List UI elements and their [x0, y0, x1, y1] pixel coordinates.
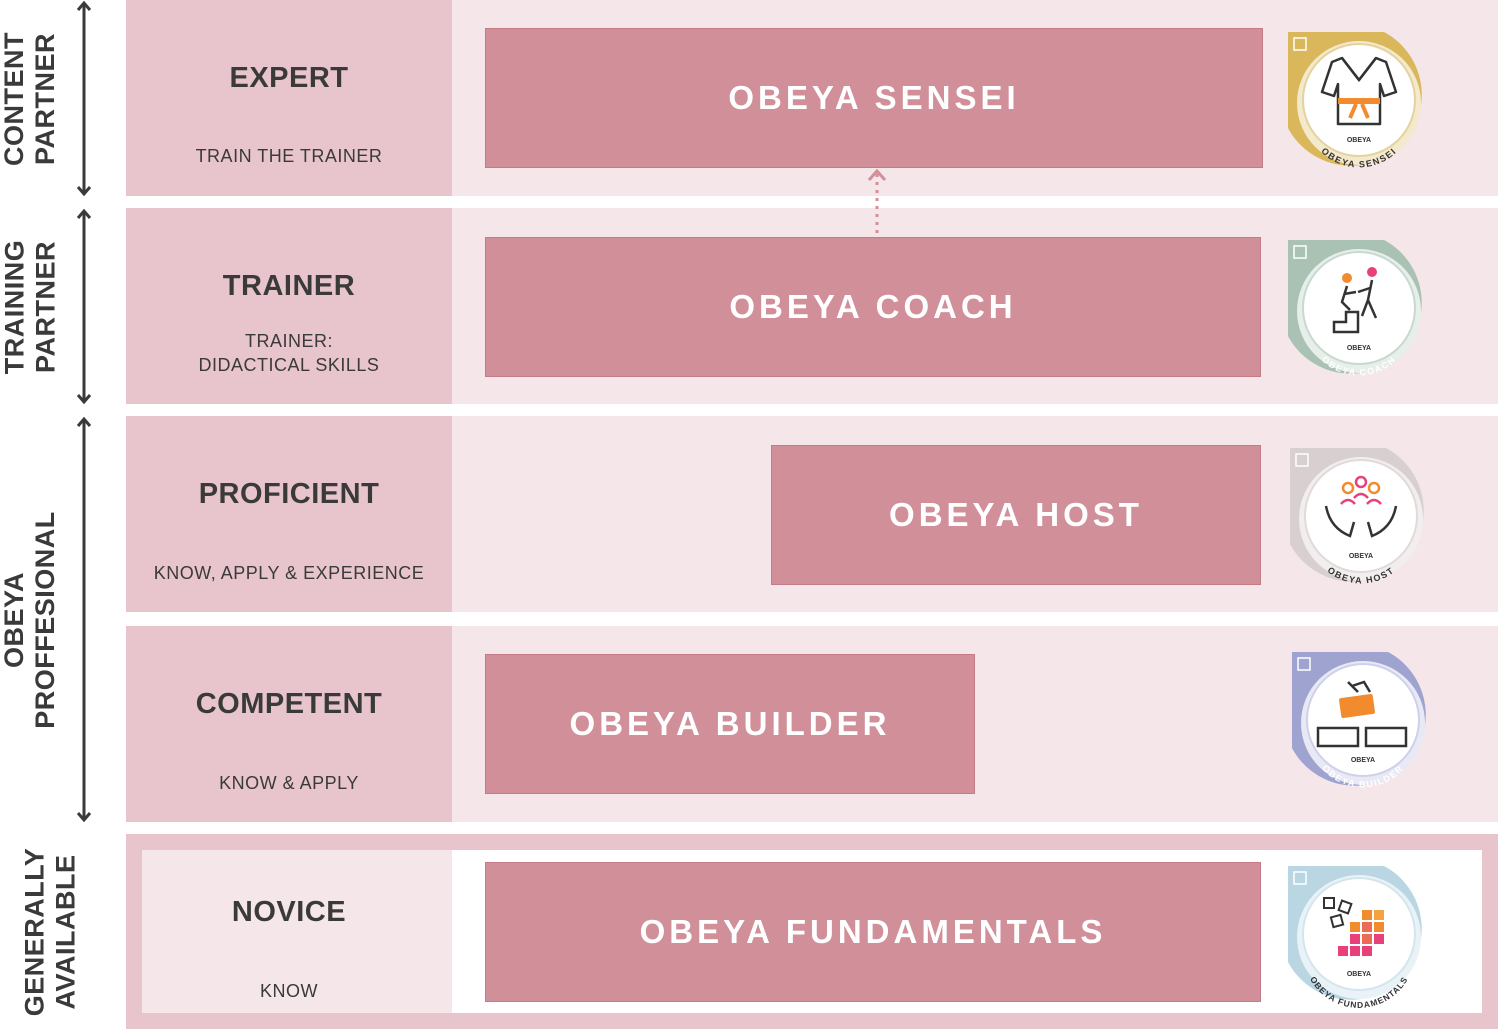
row-proficient: PROFICIENT KNOW, APPLY & EXPERIENCE OBEY…	[126, 416, 1498, 612]
double-arrow-icon	[76, 416, 92, 823]
level-subtitle-expert: TRAIN THE TRAINER	[195, 146, 383, 166]
badge-obeya-builder: OBEYA OBEYA BUILDER	[1288, 648, 1438, 798]
row-expert: EXPERT TRAIN THE TRAINER OBEYA SENSEI OB…	[126, 0, 1498, 196]
bar-obeya-fundamentals: OBEYA FUNDAMENTALS	[485, 862, 1261, 1002]
level-cell-trainer: TRAINER TRAINER: DIDACTICAL SKILLS	[126, 208, 452, 404]
bar-obeya-host: OBEYA HOST	[771, 445, 1261, 585]
svg-text:OBEYA: OBEYA	[1347, 345, 1371, 352]
bar-label-obeya-builder: OBEYA BUILDER	[569, 705, 891, 742]
bar-label-obeya-sensei: OBEYA SENSEI	[728, 79, 1020, 116]
badge-obeya-host: OBEYA OBEYA HOST	[1286, 444, 1436, 594]
badge-obeya-coach: OBEYA OBEYA COACH	[1284, 236, 1434, 386]
double-arrow-icon	[76, 0, 92, 197]
group-label-generally-available: GENERALLY AVAILABLE	[19, 847, 80, 1016]
svg-text:OBEYA: OBEYA	[1351, 757, 1375, 764]
coaching-people-icon	[1332, 267, 1378, 334]
group-obeya-professional: OBEYA PROFFESIONAL	[0, 416, 110, 824]
level-title-proficient: PROFICIENT	[198, 478, 380, 510]
row-novice: NOVICE KNOW OBEYA FUNDAMENTALS	[126, 834, 1498, 1029]
badge-obeya-sensei: OBEYA OBEYA SENSEI	[1284, 28, 1434, 178]
level-title-competent: COMPETENT	[195, 688, 383, 720]
group-content-partner: CONTENT PARTNER	[0, 0, 110, 198]
double-arrow-icon	[76, 208, 92, 405]
kimono-icon	[1320, 56, 1398, 126]
level-title-trainer: TRAINER	[222, 270, 356, 302]
bar-obeya-sensei: OBEYA SENSEI	[485, 28, 1263, 168]
bar-obeya-builder: OBEYA BUILDER	[485, 654, 975, 794]
badge-obeya-fundamentals: OBEYA OBEYA FUNDAMENTALS	[1284, 862, 1434, 1012]
row-trainer: TRAINER TRAINER: DIDACTICAL SKILLS OBEYA…	[126, 208, 1498, 404]
level-subtitle-proficient: KNOW, APPLY & EXPERIENCE	[153, 563, 425, 583]
level-cell-competent: COMPETENT KNOW & APPLY	[126, 626, 452, 822]
level-cell-novice	[142, 850, 452, 1013]
group-generally-available: GENERALLY AVAILABLE	[0, 834, 110, 1029]
level-title-expert: EXPERT	[229, 62, 349, 94]
bar-label-obeya-coach: OBEYA COACH	[729, 288, 1017, 325]
blocks-icon	[1323, 897, 1384, 956]
bar-obeya-coach: OBEYA COACH	[485, 237, 1261, 377]
card-placing-icon	[1316, 680, 1408, 748]
level-subtitle-competent: KNOW & APPLY	[219, 773, 359, 793]
hands-people-icon	[1324, 475, 1398, 538]
group-label-obeya-professional: OBEYA PROFFESIONAL	[0, 511, 61, 729]
bar-label-obeya-host: OBEYA HOST	[889, 496, 1143, 533]
group-training-partner: TRAINING PARTNER	[0, 208, 110, 406]
level-title-novice: NOVICE	[231, 896, 347, 928]
level-subtitle-novice: KNOW	[260, 981, 318, 1001]
level-subtitle-trainer: TRAINER: DIDACTICAL SKILLS	[198, 331, 380, 375]
row-competent: COMPETENT KNOW & APPLY OBEYA BUILDER OBE…	[126, 626, 1498, 822]
progression-arrow-icon	[867, 168, 887, 236]
svg-text:OBEYA: OBEYA	[1347, 137, 1371, 144]
level-cell-proficient: PROFICIENT KNOW, APPLY & EXPERIENCE	[126, 416, 452, 612]
group-label-content-partner: CONTENT PARTNER	[0, 32, 60, 166]
group-label-training-partner: TRAINING PARTNER	[0, 239, 60, 375]
svg-text:OBEYA: OBEYA	[1347, 971, 1371, 978]
level-cell-expert: EXPERT TRAIN THE TRAINER	[126, 0, 452, 196]
svg-text:OBEYA: OBEYA	[1349, 553, 1373, 560]
bar-label-obeya-fundamentals: OBEYA FUNDAMENTALS	[639, 913, 1107, 950]
